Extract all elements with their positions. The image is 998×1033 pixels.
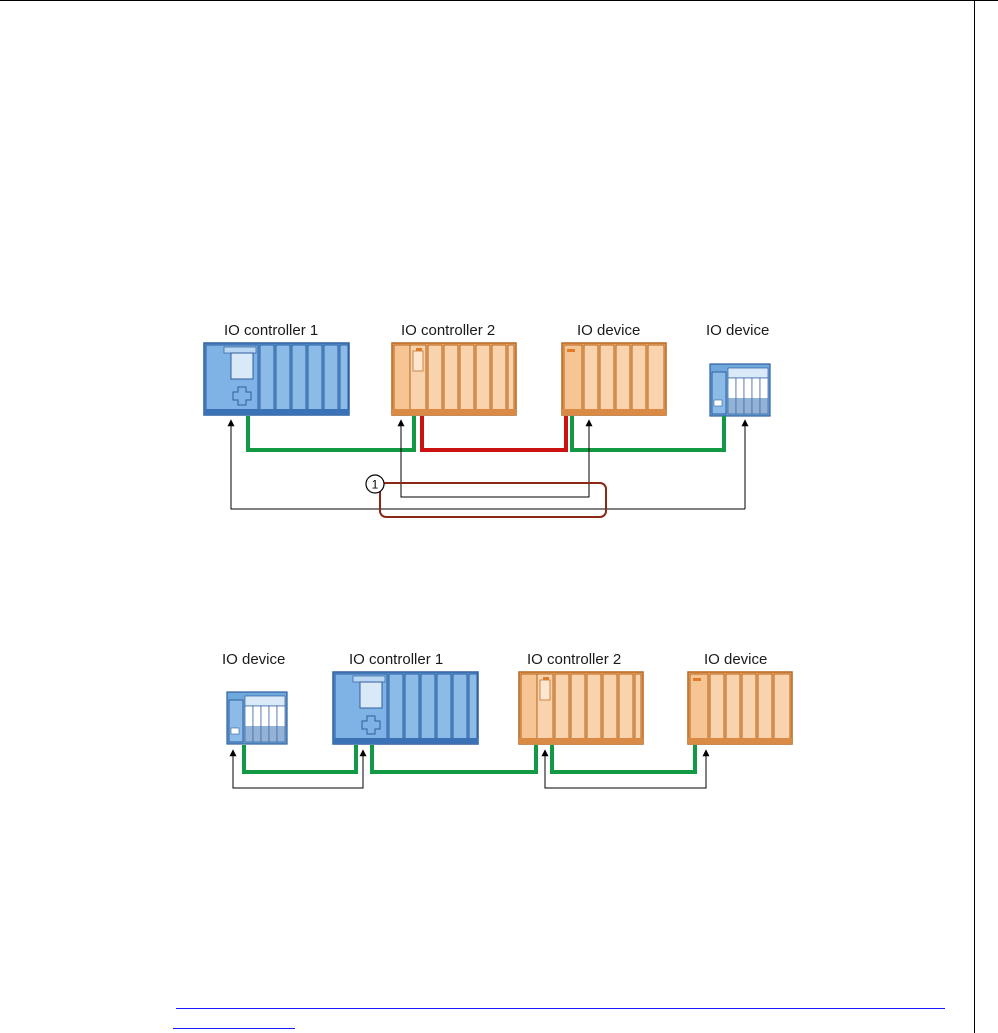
green-link-3	[550, 745, 697, 774]
arrow-controller2-device	[541, 749, 710, 789]
label-io-controller-1: IO controller 1	[349, 651, 443, 668]
green-link-2	[570, 416, 726, 452]
io-controller-2-rack	[518, 671, 644, 745]
io-controller-1-rack	[332, 671, 479, 745]
arrow-controller1-device	[227, 419, 745, 510]
label-io-controller-1: IO controller 1	[224, 322, 318, 339]
page-top-rule	[0, 0, 998, 1]
arrow-device-controller1	[229, 749, 367, 789]
green-link-1	[242, 745, 358, 774]
label-io-device-a: IO device	[222, 651, 285, 668]
page-side-rule	[974, 0, 975, 1033]
io-device-rack-a	[561, 342, 667, 416]
io-device-rack-b	[687, 671, 793, 745]
green-link-1	[246, 416, 416, 452]
footer-link-underline-2[interactable]	[173, 1028, 295, 1029]
shared-device-highlight	[379, 482, 607, 518]
callout-marker-number: 1	[372, 478, 379, 492]
label-io-controller-2: IO controller 2	[527, 651, 621, 668]
arrow-controller2-device	[397, 419, 593, 498]
label-io-device-b: IO device	[706, 322, 769, 339]
bottom-diagram: IO device IO controller 1 IO controller …	[222, 651, 793, 789]
callout-marker	[365, 474, 385, 494]
footer-link-underline-1[interactable]	[176, 1008, 945, 1009]
io-controller-2-rack	[391, 342, 517, 416]
io-controller-1-rack	[203, 342, 350, 416]
io-device-rack-b	[709, 363, 771, 417]
green-link-2	[370, 745, 538, 774]
top-diagram: IO controller 1 IO controller 2 IO devic…	[203, 322, 771, 518]
label-io-device-b: IO device	[704, 651, 767, 668]
label-io-controller-2: IO controller 2	[401, 322, 495, 339]
label-io-device-a: IO device	[577, 322, 640, 339]
io-device-rack-a	[226, 691, 288, 745]
red-link	[420, 416, 568, 452]
